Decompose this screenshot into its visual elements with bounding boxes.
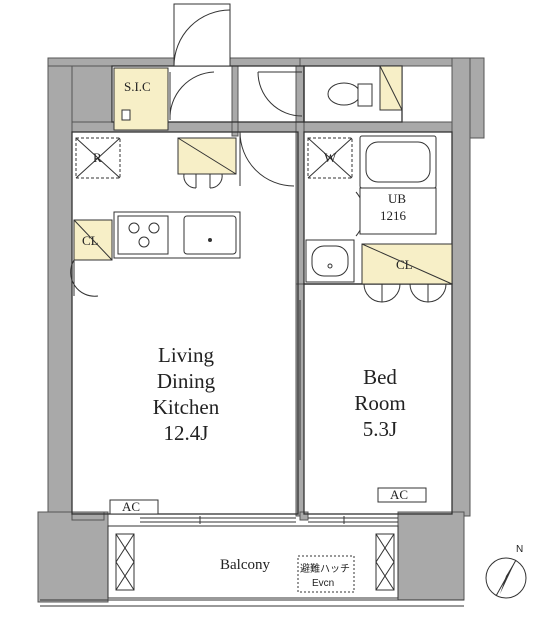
sic-post <box>121 109 131 121</box>
svg-text:Living: Living <box>158 343 214 367</box>
unit-bath-size: 1216 <box>380 208 407 223</box>
svg-text:5.3J: 5.3J <box>363 417 397 441</box>
kitchen-counter <box>113 211 241 259</box>
svg-text:AC: AC <box>390 487 408 502</box>
svg-text:Kitchen: Kitchen <box>153 395 220 419</box>
north-arrow-icon: N <box>485 544 527 599</box>
svg-text:N: N <box>516 544 523 555</box>
balcony <box>40 525 464 607</box>
bathtub-icon <box>359 135 437 235</box>
sic-label: S.I.C <box>124 79 151 94</box>
washer-label: W <box>324 150 337 165</box>
ac-ldk: AC <box>109 499 159 515</box>
ldk-label: Living Dining Kitchen 12.4J <box>153 343 220 445</box>
closet-bed-label: CL <box>396 257 413 272</box>
washer-icon <box>307 137 353 179</box>
closet-bed-diagonal <box>361 243 453 285</box>
svg-text:避難ハッチ: 避難ハッチ <box>300 562 350 575</box>
svg-text:AC: AC <box>122 499 140 514</box>
room-outlines <box>71 65 453 515</box>
balcony-windows <box>140 516 398 524</box>
svg-text:Dining: Dining <box>157 369 216 393</box>
evacuation-hatch: 避難ハッチ Evcn <box>297 555 355 593</box>
entrance-door[interactable] <box>173 3 231 67</box>
corridor-doors <box>70 71 447 460</box>
wash-basin-icon <box>305 239 355 283</box>
refrigerator-label: R <box>93 150 102 165</box>
unit-bath-label: UB <box>388 191 406 206</box>
balcony-partitions <box>115 533 395 591</box>
balcony-label: Balcony <box>220 557 270 573</box>
ac-bedroom: AC <box>377 487 427 503</box>
toilet-icon <box>327 82 373 107</box>
closet-ldk-diagonal <box>73 219 113 261</box>
closet-ldk-label: CL <box>82 233 99 248</box>
svg-text:Bed: Bed <box>363 365 397 389</box>
shoe-shelf <box>177 65 403 175</box>
refrigerator-icon <box>75 137 121 179</box>
svg-text:Evcn: Evcn <box>312 578 334 589</box>
bedroom-label: Bed Room 5.3J <box>354 365 405 441</box>
svg-text:12.4J: 12.4J <box>164 421 209 445</box>
svg-text:Room: Room <box>354 391 405 415</box>
